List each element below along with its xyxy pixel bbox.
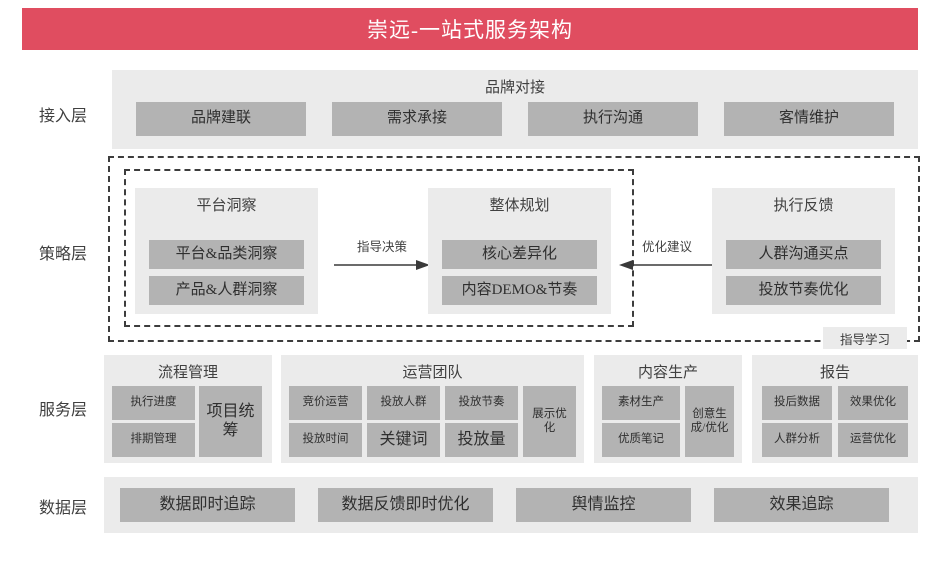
data-box-1-label: 数据即时追踪 bbox=[159, 495, 256, 513]
access-box-1[interactable]: 品牌建联 bbox=[136, 102, 306, 136]
data-box-2-label: 数据反馈即时优化 bbox=[341, 495, 470, 513]
strategy-g1-box-1[interactable]: 平台&品类洞察 bbox=[149, 240, 304, 269]
service-g1-tall-box[interactable]: 项目统筹 bbox=[199, 386, 262, 457]
service-g1-box-1-label: 执行进度 bbox=[130, 396, 177, 409]
access-box-3[interactable]: 执行沟通 bbox=[528, 102, 698, 136]
service-g2-tall-box[interactable]: 展示优化 bbox=[523, 386, 576, 457]
service-g2-box-2-label: 投放人群 bbox=[380, 396, 427, 409]
service-g2-box-5-label: 关键词 bbox=[379, 430, 428, 448]
service-g2-box-5[interactable]: 关键词 bbox=[367, 423, 440, 457]
service-g2-box-1[interactable]: 竞价运营 bbox=[289, 386, 362, 420]
strategy-g3-box-1-label: 人群沟通买点 bbox=[758, 245, 849, 262]
strategy-inner-dashed-border bbox=[124, 169, 634, 327]
service-g2-box-3[interactable]: 投放节奏 bbox=[445, 386, 518, 420]
strategy-g3-box-2-label: 投放节奏优化 bbox=[758, 281, 849, 298]
strategy-g1-box-2-label: 产品&人群洞察 bbox=[175, 281, 278, 298]
service-g3-box-2[interactable]: 优质笔记 bbox=[602, 423, 680, 457]
strategy-group-overall-planning: 整体规划 核心差异化 内容DEMO&节奏 bbox=[428, 188, 611, 314]
page-title: 崇远-一站式服务架构 bbox=[367, 18, 573, 42]
access-box-2-label: 需求承接 bbox=[386, 110, 447, 127]
service-g4-box-4-label: 运营优化 bbox=[850, 433, 896, 446]
strategy-g2-box-1-label: 核心差异化 bbox=[481, 245, 557, 262]
service-g3-box-1-label: 素材生产 bbox=[618, 396, 664, 409]
access-box-4-label: 客情维护 bbox=[778, 110, 839, 127]
service-group-4-title: 报告 bbox=[819, 365, 850, 381]
arrow-guide-decision: 指导决策 bbox=[332, 236, 432, 276]
data-box-2[interactable]: 数据反馈即时优化 bbox=[318, 488, 493, 522]
row-label-strategy: 策略层 bbox=[38, 246, 87, 263]
service-g2-box-1-label: 竞价运营 bbox=[302, 396, 349, 409]
service-group-process-management: 流程管理 执行进度 排期管理 项目统筹 bbox=[104, 355, 272, 463]
data-box-1[interactable]: 数据即时追踪 bbox=[120, 488, 295, 522]
row-label-data: 数据层 bbox=[38, 500, 87, 517]
service-g4-box-4[interactable]: 运营优化 bbox=[838, 423, 908, 457]
service-g3-box-2-label: 优质笔记 bbox=[618, 433, 664, 446]
access-layer-panel: 品牌对接 品牌建联 需求承接 执行沟通 客情维护 bbox=[112, 70, 918, 149]
service-group-3-title: 内容生产 bbox=[637, 365, 698, 381]
service-g3-box-1[interactable]: 素材生产 bbox=[602, 386, 680, 420]
strategy-group-2-title: 整体规划 bbox=[489, 198, 550, 214]
service-g2-box-6-label: 投放量 bbox=[457, 430, 506, 448]
service-group-1-title: 流程管理 bbox=[157, 365, 218, 381]
data-box-4[interactable]: 效果追踪 bbox=[714, 488, 889, 522]
service-g4-box-1-label: 投后数据 bbox=[774, 396, 820, 409]
access-layer-title: 品牌对接 bbox=[484, 80, 545, 96]
service-g2-box-4[interactable]: 投放时间 bbox=[289, 423, 362, 457]
arrow-optimization-suggestion: 优化建议 bbox=[617, 236, 717, 276]
strategy-group-3-title: 执行反馈 bbox=[773, 198, 834, 214]
service-group-2-title: 运营团队 bbox=[402, 365, 463, 381]
access-box-2[interactable]: 需求承接 bbox=[332, 102, 502, 136]
access-box-4[interactable]: 客情维护 bbox=[724, 102, 894, 136]
service-g1-box-2-label: 排期管理 bbox=[130, 433, 177, 446]
data-box-3[interactable]: 舆情监控 bbox=[516, 488, 691, 522]
access-box-3-label: 执行沟通 bbox=[582, 110, 643, 127]
data-layer-panel: 数据即时追踪 数据反馈即时优化 舆情监控 效果追踪 bbox=[104, 477, 918, 533]
row-label-service: 服务层 bbox=[38, 402, 87, 419]
service-g3-tall-box[interactable]: 创意生成/优化 bbox=[685, 386, 734, 457]
data-box-4-label: 效果追踪 bbox=[769, 495, 834, 513]
service-group-content-production: 内容生产 素材生产 优质笔记 创意生成/优化 bbox=[594, 355, 742, 463]
service-g2-box-6[interactable]: 投放量 bbox=[445, 423, 518, 457]
strategy-group-execution-feedback: 执行反馈 人群沟通买点 投放节奏优化 bbox=[712, 188, 895, 314]
arrow-guide-decision-label: 指导决策 bbox=[356, 240, 407, 254]
service-g4-box-3-label: 人群分析 bbox=[774, 433, 820, 446]
page-title-banner: 崇远-一站式服务架构 bbox=[22, 8, 918, 50]
service-g4-box-2-label: 效果优化 bbox=[850, 396, 896, 409]
strategy-g3-box-1[interactable]: 人群沟通买点 bbox=[726, 240, 881, 269]
service-g1-box-1[interactable]: 执行进度 bbox=[112, 386, 195, 420]
service-g4-box-1[interactable]: 投后数据 bbox=[762, 386, 832, 420]
strategy-g1-box-2[interactable]: 产品&人群洞察 bbox=[149, 276, 304, 305]
service-g4-box-2[interactable]: 效果优化 bbox=[838, 386, 908, 420]
arrow-optimization-suggestion-label: 优化建议 bbox=[641, 240, 692, 254]
service-g1-box-2[interactable]: 排期管理 bbox=[112, 423, 195, 457]
service-g4-box-3[interactable]: 人群分析 bbox=[762, 423, 832, 457]
strategy-g2-box-2-label: 内容DEMO&节奏 bbox=[461, 281, 578, 298]
service-group-operations-team: 运营团队 竞价运营 投放人群 投放节奏 投放时间 关键词 投放量 展示优化 bbox=[281, 355, 584, 463]
service-g2-box-2[interactable]: 投放人群 bbox=[367, 386, 440, 420]
strategy-tag-label: 指导学习 bbox=[839, 332, 890, 347]
service-g2-box-4-label: 投放时间 bbox=[302, 433, 349, 446]
strategy-g2-box-2[interactable]: 内容DEMO&节奏 bbox=[442, 276, 597, 305]
access-box-1-label: 品牌建联 bbox=[190, 110, 251, 127]
service-g1-tall-box-label: 项目统筹 bbox=[206, 403, 255, 439]
service-g2-box-3-label: 投放节奏 bbox=[458, 396, 505, 409]
strategy-group-1-title: 平台洞察 bbox=[196, 198, 257, 214]
data-box-3-label: 舆情监控 bbox=[571, 495, 636, 513]
strategy-g3-box-2[interactable]: 投放节奏优化 bbox=[726, 276, 881, 305]
service-group-report: 报告 投后数据 效果优化 人群分析 运营优化 bbox=[752, 355, 918, 463]
service-g3-tall-box-label: 创意生成/优化 bbox=[690, 408, 729, 434]
row-label-access: 接入层 bbox=[38, 108, 87, 125]
strategy-g2-box-1[interactable]: 核心差异化 bbox=[442, 240, 597, 269]
strategy-outer-dashed-border bbox=[108, 156, 920, 342]
strategy-g1-box-1-label: 平台&品类洞察 bbox=[175, 245, 278, 262]
service-g2-tall-box-label: 展示优化 bbox=[532, 408, 567, 434]
strategy-tag-guided-learning: 指导学习 bbox=[823, 327, 907, 349]
strategy-group-platform-insight: 平台洞察 平台&品类洞察 产品&人群洞察 bbox=[135, 188, 318, 314]
